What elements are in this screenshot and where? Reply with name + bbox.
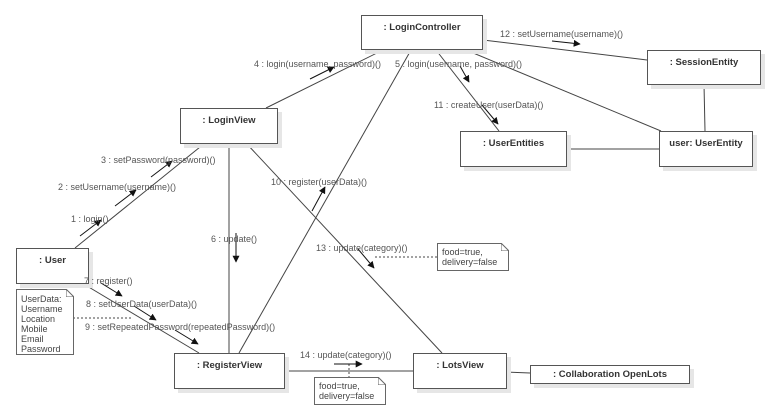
arrow-msg-4 xyxy=(309,66,335,80)
object-user-entity[interactable]: user: UserEntity xyxy=(659,131,753,167)
object-label: : SessionEntity xyxy=(669,57,739,68)
object-collaboration-openlots[interactable]: : Collaboration OpenLots xyxy=(530,365,690,384)
link-user-registerview xyxy=(81,282,200,354)
object-label: : LoginView xyxy=(202,115,256,126)
note-line: UserData: xyxy=(21,294,62,304)
message-label-10: 10 : register(userData)() xyxy=(271,177,368,187)
link-loginview-lotsview xyxy=(245,142,443,354)
object-label: : User xyxy=(39,255,66,266)
note-line: Username xyxy=(21,304,63,314)
link-logincontroller-userentities xyxy=(435,49,500,132)
link-sessionentity-userentity xyxy=(703,83,706,132)
object-session-entity[interactable]: : SessionEntity xyxy=(647,50,761,85)
note-line: Mobile xyxy=(21,324,48,334)
arrow-msg-12 xyxy=(551,39,581,47)
note-fold-icon xyxy=(501,243,509,251)
note-fold-icon xyxy=(66,289,74,297)
message-label-3: 3 : setPassword(password)() xyxy=(101,155,216,165)
message-label-7: 7 : register() xyxy=(84,276,133,286)
arrow-msg-1 xyxy=(79,219,102,237)
object-label: : UserEntities xyxy=(482,138,545,149)
note-line: Email xyxy=(21,334,44,344)
link-user-loginview xyxy=(74,142,206,249)
note-category-13[interactable]: food=true, delivery=false xyxy=(437,243,509,271)
object-login-view[interactable]: : LoginView xyxy=(180,108,278,144)
object-user[interactable]: : User xyxy=(16,248,89,284)
object-label: : LotsView xyxy=(436,360,484,371)
arrow-msg-3 xyxy=(150,160,173,178)
message-label-9: 9 : setRepeatedPassword(repeatedPassword… xyxy=(85,322,276,332)
message-label-6: 6 : update() xyxy=(211,234,258,244)
object-label: : Collaboration OpenLots xyxy=(553,369,667,380)
arrow-msg-10 xyxy=(311,186,326,212)
message-label-13: 13 : update(category)() xyxy=(316,243,408,253)
object-register-view[interactable]: : RegisterView xyxy=(174,353,285,389)
link-loginview-logincontroller xyxy=(265,49,384,109)
object-label: user: UserEntity xyxy=(669,138,743,149)
note-category-14[interactable]: food=true, delivery=false xyxy=(314,377,386,405)
note-userdata[interactable]: UserData: Username Location Mobile Email… xyxy=(16,289,74,355)
arrow-msg-8 xyxy=(133,305,157,321)
message-label-4: 4 : login(username, password)() xyxy=(254,59,382,69)
link-lotsview-collaboration xyxy=(505,371,531,374)
message-label-8: 8 : setUserData(userData)() xyxy=(86,299,198,309)
object-lots-view[interactable]: : LotsView xyxy=(413,353,507,389)
message-label-12: 12 : setUsername(username)() xyxy=(500,29,624,39)
link-logincontroller-userentity xyxy=(465,49,662,132)
message-label-1: 1 : login() xyxy=(71,214,109,224)
note-line: food=true, xyxy=(319,381,360,391)
link-registerview-logincontroller xyxy=(238,49,412,354)
link-logincontroller-sessionentity xyxy=(482,39,648,61)
object-login-controller[interactable]: : LoginController xyxy=(361,15,483,50)
object-user-entities[interactable]: : UserEntities xyxy=(460,131,567,167)
note-line: Password xyxy=(21,344,61,354)
message-label-5: 5 : login(username, password)() xyxy=(395,59,523,69)
message-label-14: 14 : update(category)() xyxy=(300,350,392,360)
arrow-msg-7 xyxy=(100,282,123,297)
object-label: : LoginController xyxy=(383,22,461,33)
arrow-msg-9 xyxy=(174,329,199,345)
note-line: delivery=false xyxy=(319,391,375,401)
object-label: : RegisterView xyxy=(196,360,263,371)
note-line: food=true, xyxy=(442,247,483,257)
arrow-msg-13 xyxy=(357,248,375,269)
arrow-msg-2 xyxy=(114,189,137,207)
arrow-msg-11 xyxy=(481,104,499,125)
message-label-2: 2 : setUsername(username)() xyxy=(58,182,177,192)
message-label-11: 11 : createUser(userData)() xyxy=(434,100,544,110)
note-line: Location xyxy=(21,314,56,324)
arrow-msg-5 xyxy=(459,65,470,83)
note-line: delivery=false xyxy=(442,257,498,267)
note-fold-icon xyxy=(378,377,386,385)
